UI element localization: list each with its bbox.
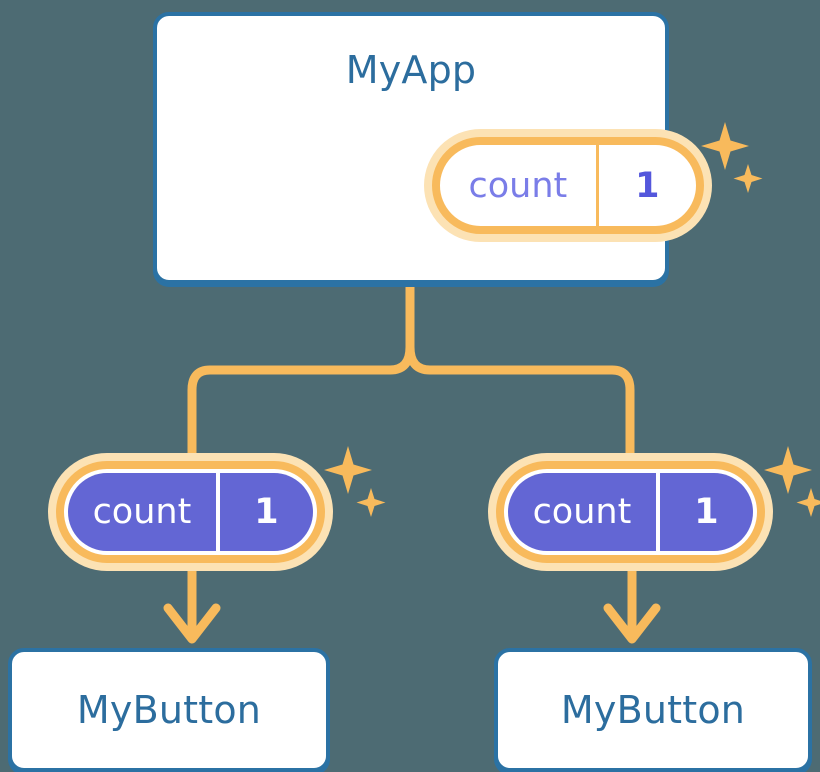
component-card-mybutton-right[interactable]: MyButton bbox=[494, 648, 812, 772]
component-title-myapp: MyApp bbox=[157, 48, 665, 92]
signal-pill-body: count 1 bbox=[508, 473, 753, 551]
connector-branch-right bbox=[410, 347, 630, 455]
signal-pill-child-left[interactable]: count 1 bbox=[48, 453, 333, 571]
sparkle-four-point-small-icon bbox=[357, 488, 386, 517]
signal-pill-inner: count 1 bbox=[432, 137, 704, 234]
signal-name: count bbox=[508, 473, 660, 551]
signal-value: 1 bbox=[220, 473, 313, 551]
arrow-down-icon-right bbox=[608, 608, 656, 639]
component-title-mybutton-left: MyButton bbox=[12, 688, 326, 732]
signal-pill-inner: count 1 bbox=[496, 461, 765, 563]
signal-value: 1 bbox=[660, 473, 753, 551]
component-title-mybutton-right: MyButton bbox=[498, 688, 808, 732]
arrow-down-icon-left bbox=[168, 608, 216, 639]
sparkle-four-point-small-icon bbox=[734, 164, 763, 193]
component-card-myapp[interactable]: MyApp count 1 bbox=[153, 12, 669, 284]
signal-value: 1 bbox=[599, 145, 696, 226]
sparkle-four-point-small-icon bbox=[797, 488, 820, 517]
sparkle-four-point-large-icon bbox=[764, 446, 812, 494]
signal-pill-child-right[interactable]: count 1 bbox=[488, 453, 773, 571]
signal-pill-myapp[interactable]: count 1 bbox=[424, 129, 712, 242]
signal-name: count bbox=[440, 145, 599, 226]
signal-pill-inner: count 1 bbox=[56, 461, 325, 563]
signal-pill-body: count 1 bbox=[68, 473, 313, 551]
sparkle-four-point-large-icon bbox=[701, 122, 749, 170]
component-card-mybutton-left[interactable]: MyButton bbox=[8, 648, 330, 772]
sparkle-four-point-large-icon bbox=[324, 446, 372, 494]
connector-branch-left bbox=[192, 347, 410, 455]
signal-name: count bbox=[68, 473, 220, 551]
